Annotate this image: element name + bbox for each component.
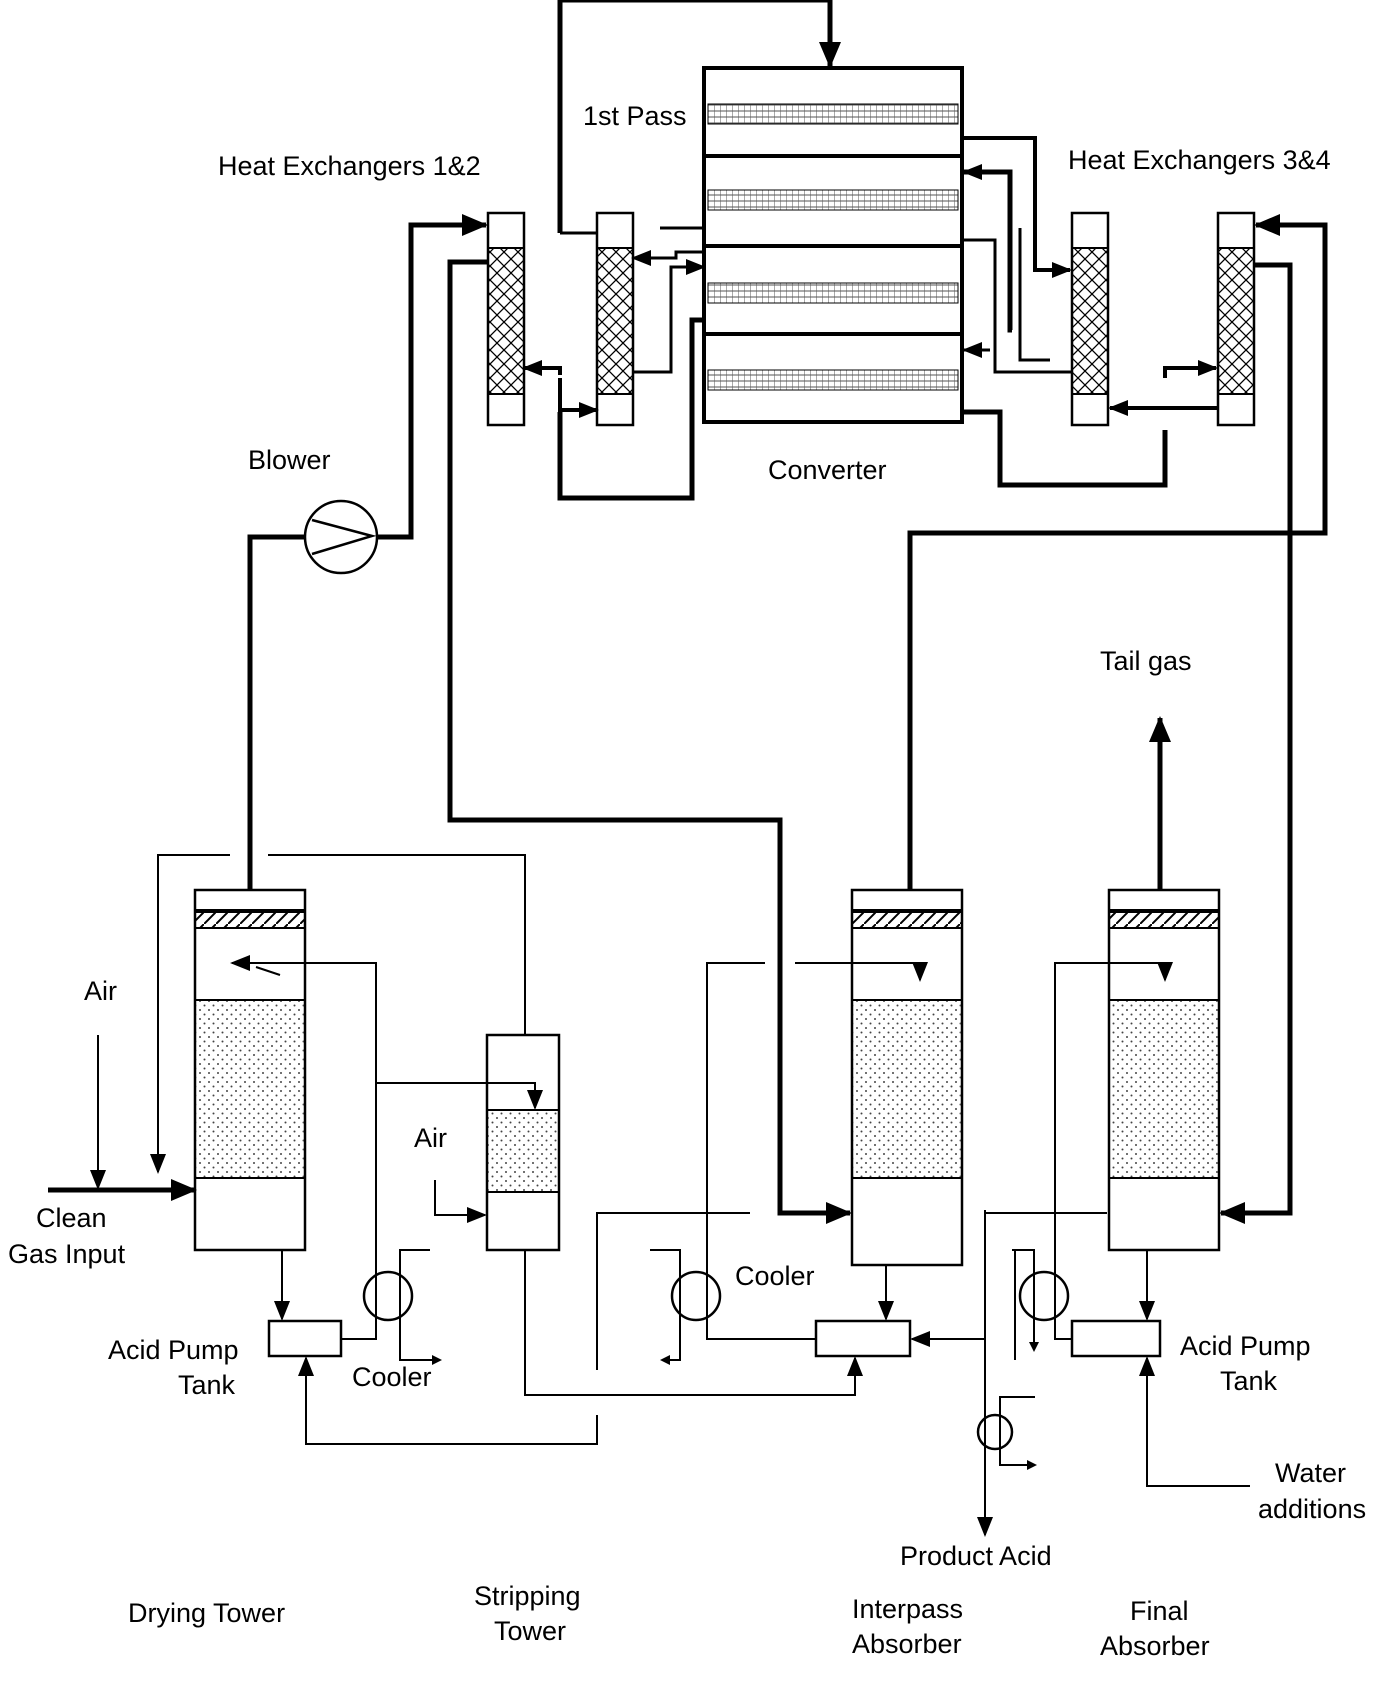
blower-label: Blower <box>248 445 331 475</box>
converter-vessel <box>702 66 964 424</box>
cooler-left-label: Cooler <box>352 1362 432 1392</box>
clean-gas-label-1: Clean <box>36 1203 107 1233</box>
interpass-absorber-label-1: Interpass <box>852 1594 963 1624</box>
drying-tower-vessel <box>193 888 307 1252</box>
air-left-label: Air <box>84 976 117 1006</box>
product-cooler-symbol <box>976 1413 1014 1451</box>
acid-pump-tank-right-label-1: Acid Pump <box>1180 1331 1311 1361</box>
interpass-absorber-vessel <box>850 888 964 1267</box>
product-acid-label: Product Acid <box>900 1541 1052 1571</box>
water-additions-label-2: additions <box>1258 1494 1366 1524</box>
acid-pump-tank-left-label-1: Acid Pump <box>108 1335 239 1365</box>
heat-exchanger-1 <box>486 211 526 427</box>
first-pass-label: 1st Pass <box>583 101 687 131</box>
cooler-mid-label: Cooler <box>735 1261 815 1291</box>
water-additions-label-1: Water <box>1275 1458 1346 1488</box>
converter-label: Converter <box>768 455 887 485</box>
acid-pump-tank-right-label-2: Tank <box>1220 1366 1278 1396</box>
final-absorber-vessel <box>1107 888 1221 1252</box>
gas-lines <box>48 0 1328 1224</box>
cooler-right-symbol <box>1018 1270 1070 1322</box>
heat-exchanger-4 <box>1216 211 1256 427</box>
heat-exchangers-12-label: Heat Exchangers 1&2 <box>218 151 481 181</box>
liquid-lines <box>90 854 1250 1537</box>
air-mid-label: Air <box>414 1123 447 1153</box>
interpass-absorber-label-2: Absorber <box>852 1629 962 1659</box>
clean-gas-label-2: Gas Input <box>8 1239 126 1269</box>
drying-tower-label: Drying Tower <box>128 1598 285 1628</box>
stripping-tower-label-1: Stripping <box>474 1581 581 1611</box>
final-absorber-label-1: Final <box>1130 1596 1189 1626</box>
final-absorber-label-2: Absorber <box>1100 1631 1210 1661</box>
cooler-left-symbol <box>362 1270 414 1322</box>
acid-pump-tank-mid <box>814 1319 912 1358</box>
acid-pump-tank-left <box>267 1319 343 1358</box>
heat-exchanger-2 <box>595 211 635 427</box>
heat-exchanger-3 <box>1070 211 1110 427</box>
acid-pump-tank-right <box>1070 1319 1162 1358</box>
tail-gas-label: Tail gas <box>1100 646 1192 676</box>
acid-pump-tank-left-label-2: Tank <box>178 1370 236 1400</box>
blower-symbol <box>303 499 379 575</box>
heat-exchangers-34-label: Heat Exchangers 3&4 <box>1068 145 1331 175</box>
stripping-tower-label-2: Tower <box>494 1616 566 1646</box>
stripping-tower-vessel <box>485 1033 561 1252</box>
